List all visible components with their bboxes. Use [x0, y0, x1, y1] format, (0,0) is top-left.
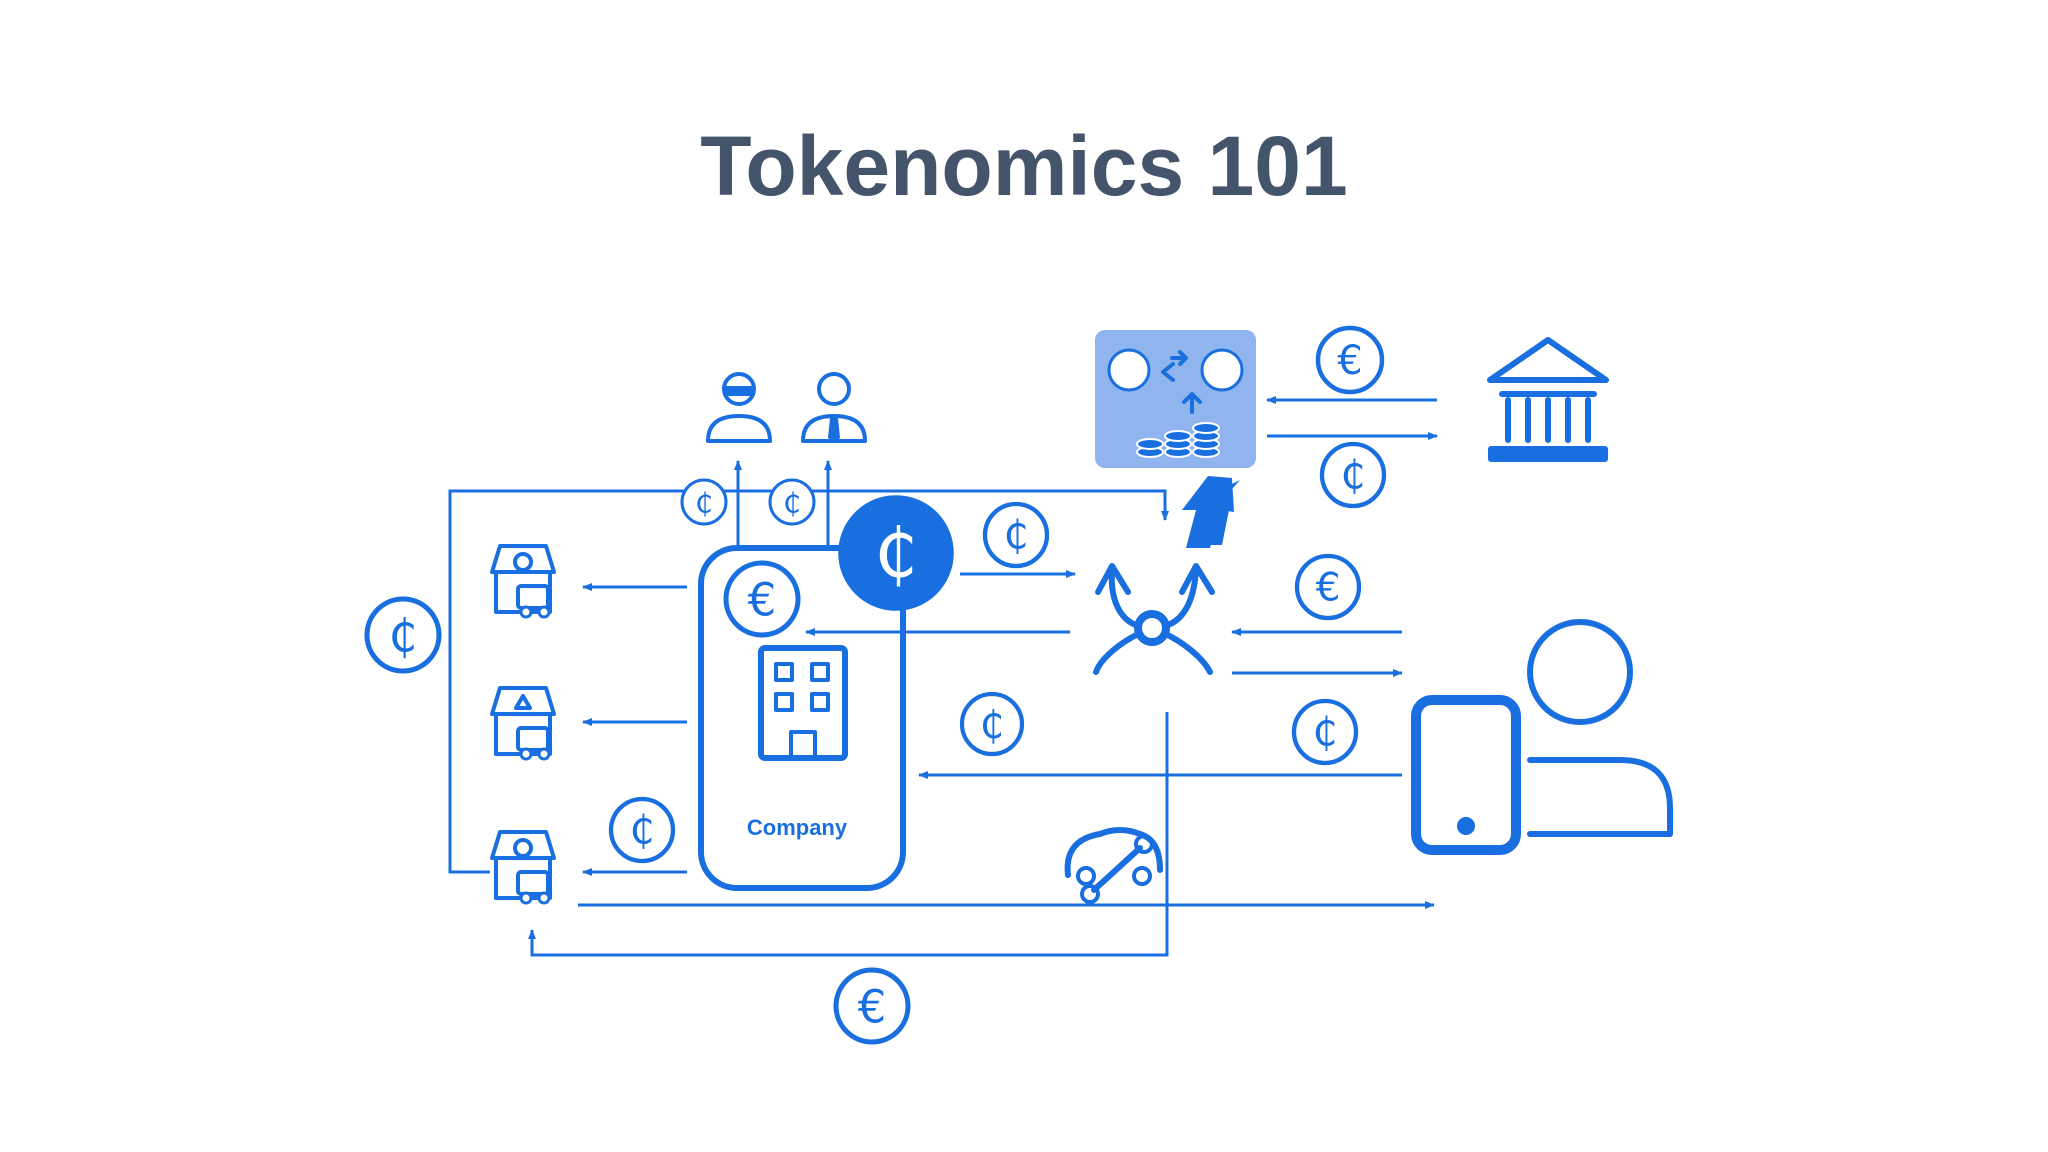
- token-coin-user-1-glyph: ₵: [695, 487, 713, 520]
- token-loop-line: [448, 489, 1169, 874]
- token-coin-user-2-glyph: ₵: [783, 487, 801, 520]
- token-coin-bank-out-glyph: ₵: [1341, 454, 1366, 499]
- company-card: Company: [698, 545, 906, 891]
- token-coin-customer-token-icon: ₵: [1291, 698, 1359, 766]
- flow-lines: [448, 396, 1438, 957]
- euro-coin-customer-in-glyph: €: [1316, 566, 1341, 611]
- user-tie-icon: [801, 372, 867, 443]
- hub-to-shop-euro-line: [528, 712, 1169, 957]
- token-coin-main-token-icon: ₵: [838, 495, 954, 611]
- coin-badges: ₵ ₵ ₵ ₵ € ₵ ₵ ₵ € ₵ € ₵ ₵ € €: [364, 325, 1387, 1045]
- shop-delivery-icon: [490, 686, 556, 761]
- euro-coin-customer-in-euro-icon: €: [1294, 553, 1362, 621]
- euro-coin-bottom-glyph: €: [858, 981, 887, 1034]
- token-coin-customer-glyph: ₵: [1313, 711, 1338, 756]
- token-coin-left-token-icon: ₵: [364, 596, 442, 674]
- euro-coin-bottom-euro-icon: €: [833, 967, 911, 1045]
- token-coin-user-2-token-icon: ₵: [768, 478, 816, 526]
- user-sunglasses-icon: [706, 372, 772, 443]
- bank-icon: [1487, 337, 1609, 462]
- euro-coin-exchange-euro-icon: €: [1200, 348, 1244, 392]
- token-coin-exchange-token-icon: ₵: [1107, 348, 1151, 392]
- euro-coin-bank-in-euro-icon: €: [1315, 325, 1385, 395]
- company-label: Company: [747, 815, 848, 840]
- euro-coin-company-euro-icon: €: [723, 560, 801, 638]
- token-coin-hub-glyph: ₵: [1004, 514, 1029, 559]
- token-coin-user-1-token-icon: ₵: [680, 478, 728, 526]
- company-building-icon: [758, 645, 848, 761]
- euro-coin-bank-in-glyph: €: [1337, 338, 1362, 384]
- upload-arrow-icon: [1182, 476, 1240, 548]
- token-coin-bank-out-token-icon: ₵: [1319, 441, 1387, 509]
- token-coin-main-glyph: ₵: [874, 515, 917, 594]
- token-coin-shop-glyph: ₵: [630, 809, 655, 854]
- token-coin-company-in-token-icon: ₵: [959, 691, 1025, 757]
- coin-stacks-icon: [1136, 422, 1220, 458]
- car-repair-icon: [1064, 827, 1163, 904]
- slide-title: Tokenomics 101: [700, 119, 1348, 213]
- shop-delivery-icon: [490, 830, 556, 905]
- token-coin-shop-token-icon: ₵: [608, 796, 676, 864]
- token-coin-exchange-glyph: ₵: [1121, 357, 1137, 386]
- euro-coin-company-glyph: €: [748, 574, 777, 627]
- shop-delivery-icon: [490, 544, 556, 619]
- euro-coin-exchange-glyph: €: [1214, 357, 1230, 386]
- token-coin-company-in-glyph: ₵: [980, 703, 1004, 747]
- token-coin-left-glyph: ₵: [389, 610, 418, 663]
- exchange-hub-icon: [1093, 563, 1215, 675]
- customer-phone-icon: [1411, 619, 1673, 855]
- token-coin-hub-token-icon: ₵: [982, 501, 1050, 569]
